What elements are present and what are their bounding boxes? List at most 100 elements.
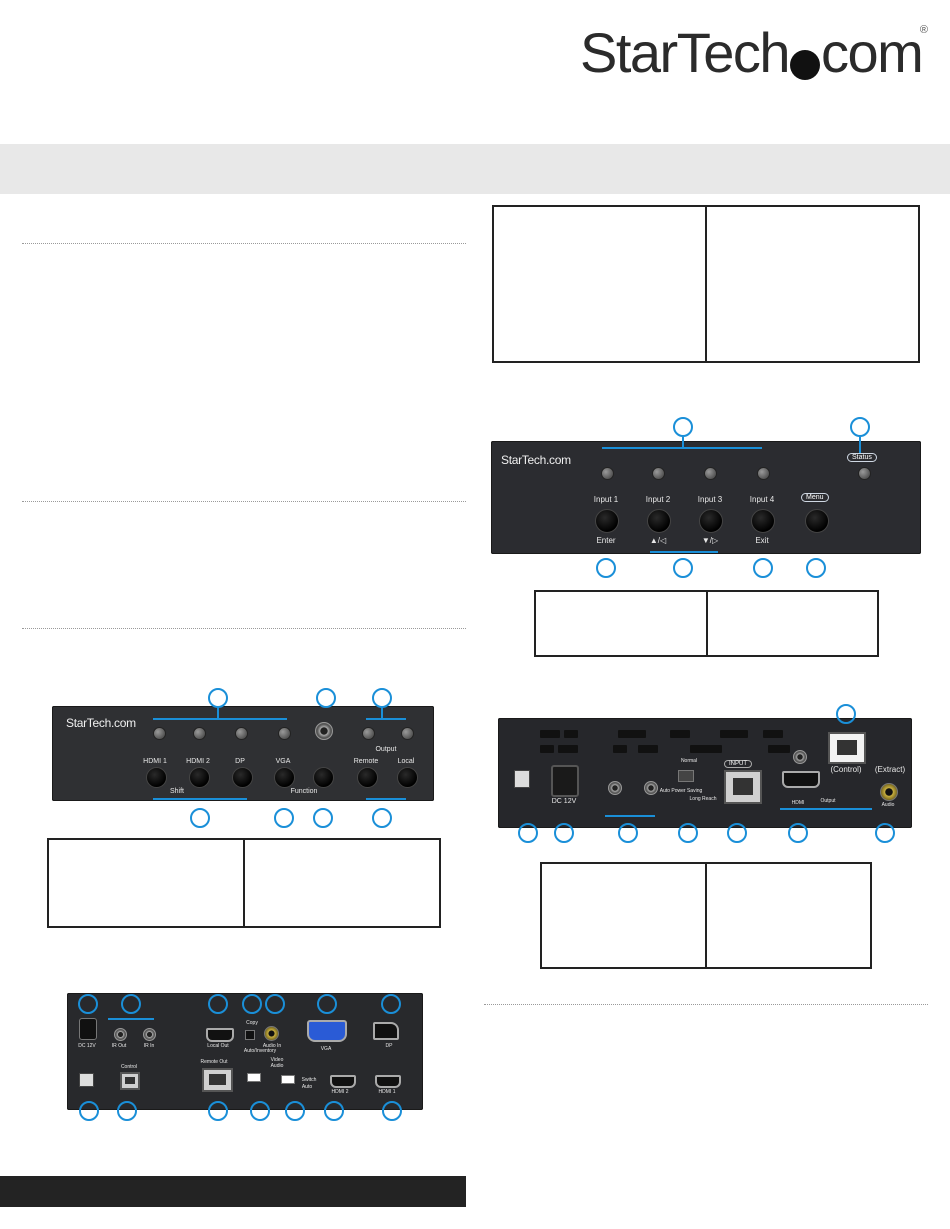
callout-marker	[518, 823, 538, 843]
local-out-hdmi-port	[206, 1028, 234, 1042]
port-label: (Control)	[830, 765, 862, 774]
callout-marker	[727, 823, 747, 843]
callout-marker	[372, 808, 392, 828]
port-label: Audio In	[262, 1043, 282, 1049]
spec-table	[492, 205, 920, 363]
callout-marker	[673, 558, 693, 578]
port-label: Audio	[881, 802, 895, 808]
remote-out-rj45-port	[202, 1068, 233, 1092]
dc-power-port	[551, 765, 579, 797]
input3-button[interactable]	[699, 509, 723, 533]
callout-marker	[596, 558, 616, 578]
exit-label: Exit	[755, 536, 769, 545]
separator	[22, 501, 466, 502]
callout-marker	[79, 1101, 99, 1121]
callout-marker	[274, 808, 294, 828]
port-label: HDMI 2	[331, 1089, 349, 1095]
hdmi2-button[interactable]	[189, 767, 210, 788]
mode-switch[interactable]	[678, 770, 694, 782]
callout-bracket	[682, 437, 684, 448]
port-label: IR Out	[111, 1043, 127, 1049]
logo-dot	[790, 50, 820, 80]
callout-marker	[242, 994, 262, 1014]
callout-marker	[190, 808, 210, 828]
menu-button[interactable]	[805, 509, 829, 533]
audio-in-port	[264, 1026, 279, 1041]
port-label: Auto Power Saving	[659, 788, 703, 794]
port-label: HDMI 1	[378, 1089, 396, 1095]
ir-port-right	[644, 781, 658, 795]
callout-marker	[313, 808, 333, 828]
vga-button[interactable]	[274, 767, 295, 788]
table-cell	[494, 207, 705, 361]
port-label: VGA	[320, 1046, 332, 1052]
dp-port	[373, 1022, 399, 1040]
vent-slot	[558, 745, 578, 753]
button-label: DP	[235, 758, 245, 765]
callout-marker	[117, 1101, 137, 1121]
spec-table	[534, 590, 879, 657]
callout-marker	[753, 558, 773, 578]
input1-button[interactable]	[595, 509, 619, 533]
callout-marker	[382, 1101, 402, 1121]
ir-sensor-icon	[315, 722, 333, 740]
callout-bracket	[381, 706, 383, 719]
led-indicator	[362, 727, 375, 740]
callout-marker	[381, 994, 401, 1014]
down-right-label: ▼/▷	[701, 536, 719, 545]
button-label: HDMI 1	[143, 758, 167, 765]
spec-table	[47, 838, 441, 928]
callout-marker	[208, 1101, 228, 1121]
callout-bracket	[605, 815, 655, 817]
callout-marker	[316, 688, 336, 708]
port-label: Auto/Inventory	[243, 1048, 277, 1054]
dp-button[interactable]	[232, 767, 253, 788]
local-button[interactable]	[397, 767, 418, 788]
callout-bracket	[859, 437, 861, 453]
callout-marker	[618, 823, 638, 843]
table-cell	[536, 592, 706, 655]
output-label: Output	[375, 746, 397, 753]
function-button[interactable]	[313, 767, 334, 788]
input2-button[interactable]	[647, 509, 671, 533]
function-label: Function	[290, 788, 318, 795]
ground-screw-icon	[514, 770, 530, 788]
callout-bracket	[108, 1018, 154, 1020]
port-label: DP	[385, 1043, 393, 1049]
button-label: Input 4	[749, 495, 775, 504]
callout-marker	[788, 823, 808, 843]
hdmi1-button[interactable]	[146, 767, 167, 788]
dip-switch-1[interactable]	[247, 1073, 261, 1082]
status-led	[858, 467, 871, 480]
callout-marker	[78, 994, 98, 1014]
led-indicator	[601, 467, 614, 480]
copy-button[interactable]	[245, 1030, 255, 1040]
dip-switch-2[interactable]	[281, 1075, 295, 1084]
callout-marker	[673, 417, 693, 437]
led-indicator	[401, 727, 414, 740]
table-cell	[542, 864, 705, 967]
button-label: HDMI 2	[186, 758, 210, 765]
footer-bar	[0, 1176, 466, 1207]
button-label: Input 1	[593, 495, 619, 504]
port-label: DC 12V	[551, 798, 577, 805]
button-label: Input 3	[697, 495, 723, 504]
button-label: Remote	[353, 758, 379, 765]
vent-slot	[720, 730, 748, 738]
hdmi-output-port	[782, 771, 820, 788]
input4-button[interactable]	[751, 509, 775, 533]
button-label: VGA	[275, 758, 291, 765]
vent-slot	[638, 745, 658, 753]
led-indicator	[278, 727, 291, 740]
led-indicator	[652, 467, 665, 480]
table-cell	[49, 840, 243, 926]
registered-mark: ®	[919, 24, 928, 36]
remote-button[interactable]	[357, 767, 378, 788]
ir-out-port	[114, 1028, 127, 1041]
vga-port	[307, 1020, 347, 1042]
port-label: Audio	[270, 1063, 284, 1069]
callout-marker	[317, 994, 337, 1014]
port-label: Local Out	[207, 1043, 229, 1049]
button-label: Input 2	[645, 495, 671, 504]
callout-marker	[208, 994, 228, 1014]
